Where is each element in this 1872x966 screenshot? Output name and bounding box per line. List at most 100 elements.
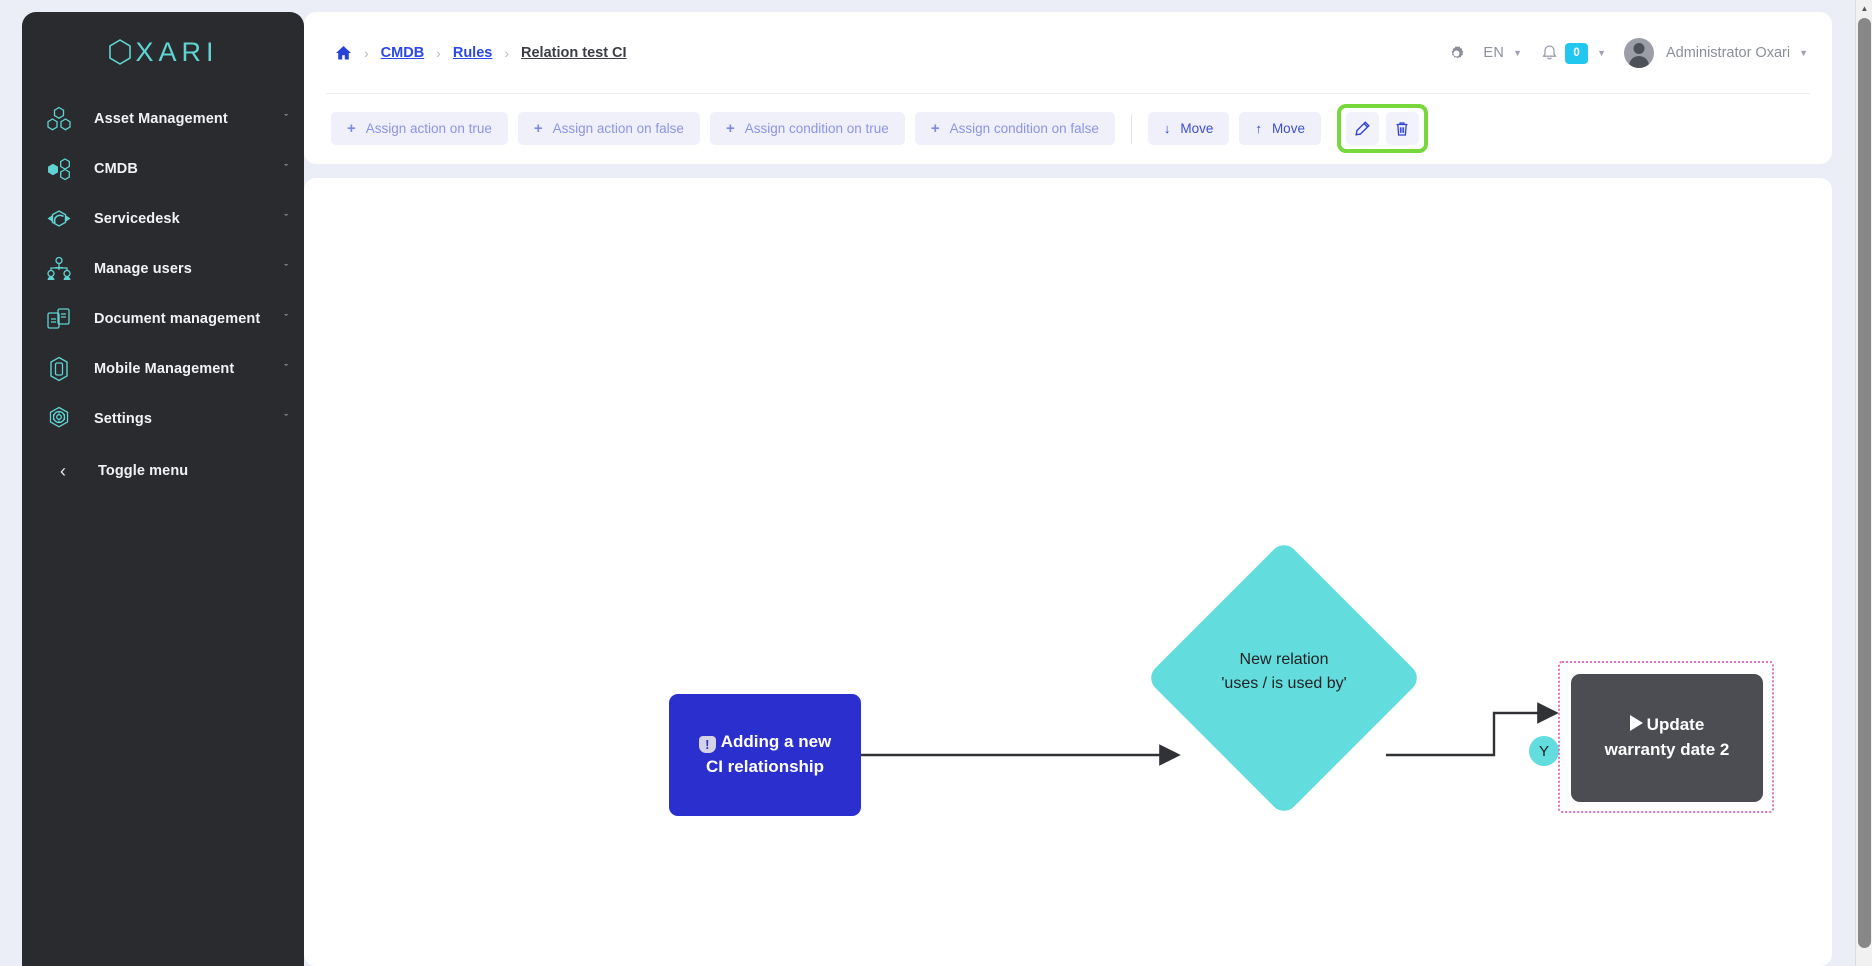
browser-scrollbar[interactable]: ▲: [1855, 0, 1872, 966]
chevron-down-icon: ˇ: [284, 414, 288, 425]
sidebar-item-label: Document management: [94, 311, 260, 327]
plus-icon: +: [534, 121, 543, 136]
action-node-text: Update warranty date 2: [1605, 713, 1730, 762]
breadcrumb-separator: ›: [504, 45, 509, 61]
flow-canvas[interactable]: ! Adding a new CI relationship New relati…: [304, 178, 1832, 966]
trigger-node-text: ! Adding a new CI relationship: [699, 730, 832, 779]
header-card: › CMDB › Rules › Relation test CI EN ▼: [304, 12, 1832, 164]
condition-line-2: 'uses / is used by': [1221, 675, 1346, 692]
plus-icon: +: [347, 121, 356, 136]
toggle-menu-label: Toggle menu: [98, 463, 188, 479]
toolbar: + Assign action on true + Assign action …: [326, 94, 1810, 163]
sidebar-item-cmdb[interactable]: CMDB ˇ: [22, 144, 304, 194]
sidebar-item-label: Servicedesk: [94, 211, 180, 227]
plus-icon: +: [931, 121, 940, 136]
flow-node-action[interactable]: Update warranty date 2: [1571, 674, 1763, 802]
arrow-up-icon: ↑: [1255, 122, 1262, 135]
alert-exclamation-icon: !: [699, 736, 716, 753]
sidebar-nav: Asset Management ˇ CMDB ˇ: [22, 94, 304, 496]
sidebar-item-servicedesk[interactable]: Servicedesk ˇ: [22, 194, 304, 244]
pencil-edit-icon[interactable]: [1346, 112, 1379, 145]
sidebar-item-manage-users[interactable]: Manage users ˇ: [22, 244, 304, 294]
home-icon[interactable]: [335, 45, 352, 61]
button-label: Assign action on true: [366, 121, 492, 136]
mobile-management-icon: [42, 354, 76, 384]
sidebar-toggle-menu[interactable]: ‹ Toggle menu: [22, 446, 304, 496]
action-line-1: Update: [1647, 715, 1705, 734]
sidebar-item-label: Settings: [94, 411, 152, 427]
button-label: Move: [1180, 121, 1213, 136]
main-content: › CMDB › Rules › Relation test CI EN ▼: [304, 12, 1832, 966]
sidebar-item-document-management[interactable]: Document management ˇ: [22, 294, 304, 344]
move-up-button[interactable]: ↑ Move: [1239, 112, 1321, 145]
highlighted-action-group: [1337, 104, 1428, 153]
flow-edges: [304, 178, 1832, 966]
breadcrumb-item-rules[interactable]: Rules: [453, 45, 493, 61]
app-logo[interactable]: XARI: [22, 12, 304, 84]
trash-delete-icon[interactable]: [1386, 112, 1419, 145]
arrow-down-icon: ↓: [1164, 122, 1171, 135]
flow-node-trigger[interactable]: ! Adding a new CI relationship: [669, 694, 861, 816]
button-label: Assign action on false: [553, 121, 684, 136]
scrollbar-up-arrow[interactable]: ▲: [1856, 0, 1872, 17]
servicedesk-headset-icon: [42, 204, 76, 234]
breadcrumb-separator: ›: [436, 45, 441, 61]
sidebar-item-label: Manage users: [94, 261, 192, 277]
manage-users-icon: [42, 254, 76, 284]
button-label: Assign condition on false: [950, 121, 1099, 136]
plus-icon: +: [726, 121, 735, 136]
username-label[interactable]: Administrator Oxari: [1666, 45, 1790, 61]
chevron-down-icon: ˇ: [284, 264, 288, 275]
trigger-line-2: CI relationship: [706, 757, 824, 776]
toolbar-divider: [1131, 114, 1132, 144]
condition-line-1: New relation: [1240, 651, 1329, 668]
edge-label-yes: Y: [1529, 736, 1559, 766]
cmdb-hexagons-icon: [42, 154, 76, 184]
assign-condition-on-false-button[interactable]: + Assign condition on false: [915, 112, 1115, 145]
chevron-down-icon[interactable]: ▼: [1597, 48, 1606, 58]
breadcrumb-separator: ›: [364, 45, 369, 61]
move-down-button[interactable]: ↓ Move: [1148, 112, 1230, 145]
gear-icon[interactable]: [1444, 41, 1469, 66]
breadcrumb-item-cmdb[interactable]: CMDB: [381, 45, 425, 61]
logo-wordmark: XARI: [135, 37, 218, 68]
button-label: Move: [1272, 121, 1305, 136]
chevron-down-icon[interactable]: ▼: [1513, 48, 1522, 58]
asset-hexagons-icon: [42, 104, 76, 134]
document-management-icon: [42, 304, 76, 334]
language-selector[interactable]: EN: [1483, 45, 1504, 61]
sidebar: XARI Asset Management ˇ: [22, 12, 304, 966]
logo-text: XARI: [107, 37, 218, 68]
chevron-down-icon[interactable]: ▼: [1799, 48, 1808, 58]
sidebar-item-label: CMDB: [94, 161, 138, 177]
sidebar-item-label: Asset Management: [94, 111, 228, 127]
logo-hexagon-icon: [107, 38, 133, 66]
play-icon: [1630, 715, 1643, 731]
chevron-left-icon: ‹: [52, 456, 74, 486]
assign-action-on-false-button[interactable]: + Assign action on false: [518, 112, 700, 145]
trigger-line-1: Adding a new: [721, 732, 832, 751]
breadcrumb-item-current: Relation test CI: [521, 45, 627, 61]
chevron-down-icon: ˇ: [284, 364, 288, 375]
sidebar-item-label: Mobile Management: [94, 361, 234, 377]
avatar[interactable]: [1624, 38, 1654, 68]
assign-action-on-true-button[interactable]: + Assign action on true: [331, 112, 508, 145]
assign-condition-on-true-button[interactable]: + Assign condition on true: [710, 112, 905, 145]
chevron-down-icon: ˇ: [284, 214, 288, 225]
flow-node-action-selection[interactable]: Update warranty date 2: [1558, 661, 1774, 813]
scrollbar-thumb[interactable]: [1858, 18, 1871, 948]
chevron-down-icon: ˇ: [284, 164, 288, 175]
settings-gear-icon: [42, 404, 76, 434]
action-line-2: warranty date 2: [1605, 740, 1730, 759]
bell-icon[interactable]: [1542, 45, 1557, 61]
chevron-down-icon: ˇ: [284, 114, 288, 125]
sidebar-item-mobile-management[interactable]: Mobile Management ˇ: [22, 344, 304, 394]
header-controls: EN ▼ 0 ▼ Administrator Oxari ▼: [1444, 12, 1808, 94]
sidebar-item-settings[interactable]: Settings ˇ: [22, 394, 304, 444]
button-label: Assign condition on true: [745, 121, 889, 136]
sidebar-item-asset-management[interactable]: Asset Management ˇ: [22, 94, 304, 144]
chevron-down-icon: ˇ: [284, 314, 288, 325]
notification-count-badge[interactable]: 0: [1565, 43, 1588, 64]
condition-node-text: New relation 'uses / is used by': [1179, 648, 1389, 696]
